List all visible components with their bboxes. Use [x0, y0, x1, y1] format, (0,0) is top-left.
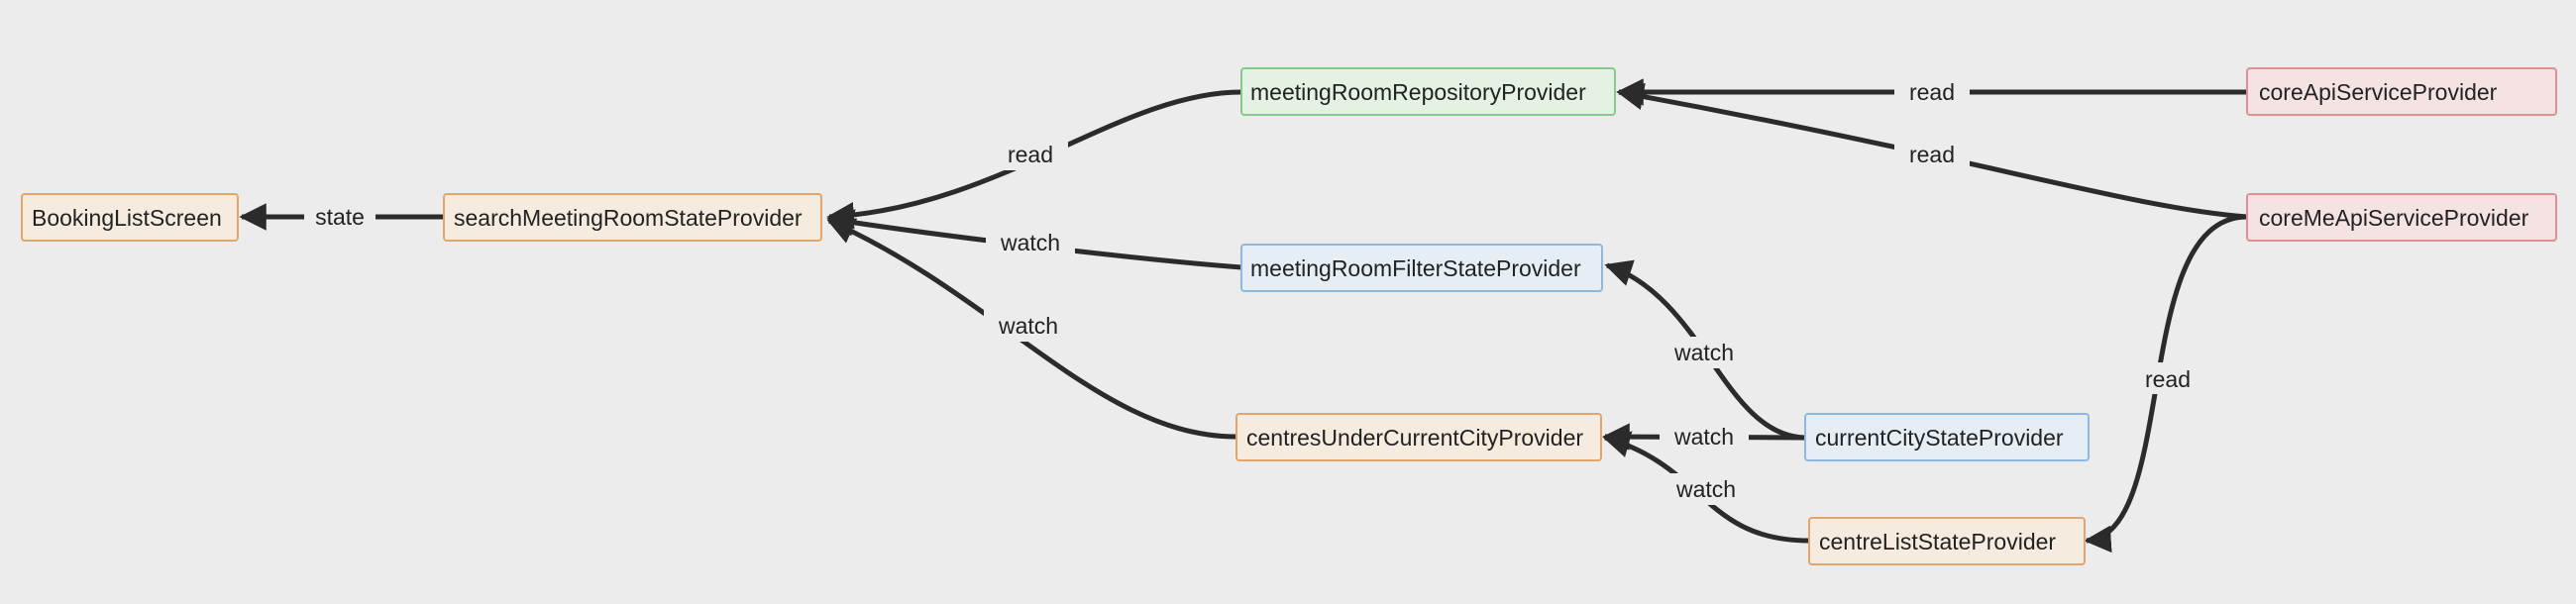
- node-search-meeting-room-state-provider[interactable]: searchMeetingRoomStateProvider: [443, 193, 822, 242]
- edge-label-read-coreme-repository-text: read: [1909, 142, 1955, 167]
- edge-label-read-coreapi: read: [1894, 75, 1970, 109]
- edge-label-watch-centrelist-centres-text: watch: [1675, 476, 1736, 502]
- edge-label-watch-currentcity-centres: watch: [1660, 421, 1749, 453]
- edge-label-watch-currentcity-filter: watch: [1660, 337, 1749, 368]
- edge-label-state: state: [304, 201, 376, 233]
- node-search-meeting-room-state-provider-label: searchMeetingRoomStateProvider: [454, 205, 803, 231]
- edge-label-watch-centrelist-centres: watch: [1662, 473, 1751, 505]
- node-current-city-state-provider[interactable]: currentCityStateProvider: [1804, 413, 2090, 461]
- edge-label-watch-filter-text: watch: [1000, 230, 1060, 255]
- edge-label-read-coreme-centrelist-text: read: [2145, 366, 2191, 392]
- node-centres-under-current-city-provider[interactable]: centresUnderCurrentCityProvider: [1235, 413, 1602, 461]
- node-meeting-room-repository-provider[interactable]: meetingRoomRepositoryProvider: [1240, 67, 1616, 116]
- node-centre-list-state-provider[interactable]: centreListStateProvider: [1808, 517, 2086, 565]
- node-core-api-service-provider[interactable]: coreApiServiceProvider: [2246, 67, 2557, 116]
- edge-label-state-text: state: [315, 204, 365, 230]
- edge-label-watch-centres-text: watch: [998, 313, 1058, 339]
- node-centres-under-current-city-provider-label: centresUnderCurrentCityProvider: [1246, 425, 1583, 451]
- edge-watch-centres-path: [826, 218, 1237, 440]
- edge-label-watch-currentcity-centres-text: watch: [1673, 424, 1734, 450]
- node-meeting-room-repository-provider-label: meetingRoomRepositoryProvider: [1250, 79, 1586, 105]
- edge-labels: state read watch watch read read watch: [304, 75, 2205, 505]
- edge-label-read-coreme-repository: read: [1894, 139, 1970, 170]
- node-current-city-state-provider-label: currentCityStateProvider: [1815, 425, 2064, 451]
- edge-label-read-repository: read: [993, 139, 1068, 170]
- node-meeting-room-filter-state-provider-label: meetingRoomFilterStateProvider: [1250, 255, 1581, 281]
- node-centre-list-state-provider-label: centreListStateProvider: [1819, 529, 2056, 554]
- node-core-me-api-service-provider[interactable]: coreMeApiServiceProvider: [2246, 193, 2557, 242]
- edge-label-watch-centres: watch: [984, 310, 1073, 342]
- nodes: BookingListScreen searchMeetingRoomState…: [21, 67, 2557, 565]
- node-booking-list-screen-label: BookingListScreen: [32, 205, 222, 231]
- edge-label-watch-currentcity-filter-text: watch: [1673, 340, 1734, 365]
- edge-label-watch-filter: watch: [986, 227, 1075, 258]
- edge-read-coreme-repository-path: [1616, 82, 2248, 220]
- edge-label-read-coreapi-text: read: [1909, 79, 1955, 105]
- node-core-me-api-service-provider-label: coreMeApiServiceProvider: [2259, 205, 2529, 231]
- node-core-api-service-provider-label: coreApiServiceProvider: [2259, 79, 2498, 105]
- edge-label-read-repository-text: read: [1008, 142, 1053, 167]
- node-meeting-room-filter-state-provider[interactable]: meetingRoomFilterStateProvider: [1240, 244, 1603, 292]
- node-booking-list-screen[interactable]: BookingListScreen: [21, 193, 239, 242]
- edge-label-read-coreme-centrelist: read: [2130, 362, 2205, 394]
